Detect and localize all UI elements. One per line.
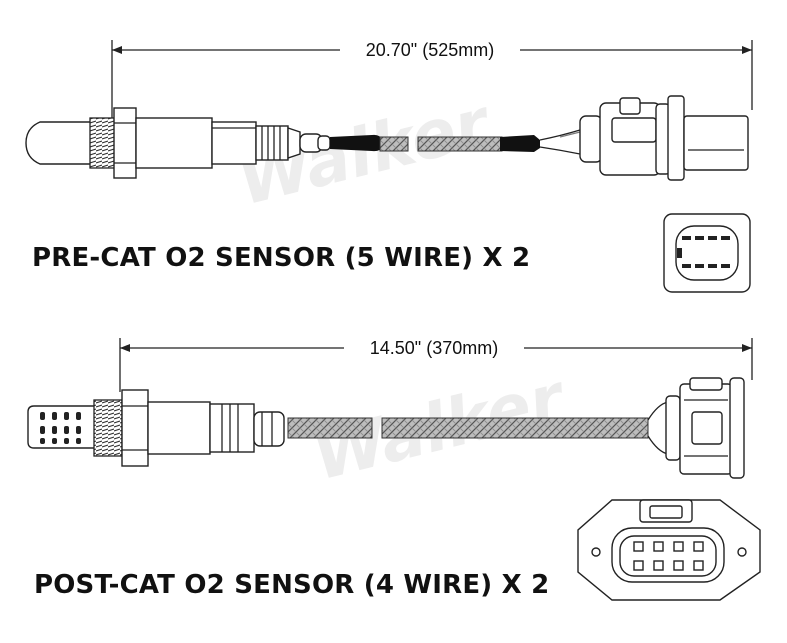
pre-cat-braided-cable bbox=[379, 136, 409, 152]
pre-cat-ribbed-sleeve bbox=[255, 125, 331, 161]
pre-cat-sensor: 20.70" (525mm) Walker bbox=[25, 40, 753, 293]
pre-cat-dimension-label: 20.70" (525mm) bbox=[366, 40, 494, 60]
post-cat-hex-nut bbox=[121, 389, 149, 467]
pre-cat-thread bbox=[89, 117, 117, 169]
post-cat-sensor-tip bbox=[27, 405, 97, 449]
post-cat-sensor-body bbox=[147, 401, 211, 455]
pre-cat-connector bbox=[579, 95, 749, 181]
post-cat-dimension-line: 14.50" (370mm) bbox=[119, 338, 753, 392]
post-cat-braided-cable-2 bbox=[381, 417, 649, 439]
post-cat-braided-cable bbox=[287, 417, 373, 439]
post-cat-title: POST-CAT O2 SENSOR (4 WIRE) X 2 bbox=[34, 570, 550, 600]
post-cat-thread bbox=[93, 399, 123, 457]
pre-cat-dimension-line: 20.70" (525mm) bbox=[111, 40, 753, 122]
post-cat-sensor: 14.50" (370mm) Walker bbox=[27, 338, 761, 601]
pre-cat-hex-nut bbox=[113, 107, 137, 179]
pre-cat-connector-face bbox=[663, 213, 751, 293]
pre-cat-braided-cable-2 bbox=[417, 136, 503, 152]
pre-cat-sensor-tip bbox=[25, 121, 99, 165]
pre-cat-black-cable bbox=[330, 134, 382, 152]
pre-cat-sensor-body bbox=[135, 117, 213, 169]
post-cat-connector-face bbox=[577, 499, 761, 601]
post-cat-ribbed-sleeve bbox=[253, 411, 285, 447]
pre-cat-cable-boot bbox=[500, 135, 540, 152]
pre-cat-title: PRE-CAT O2 SENSOR (5 WIRE) X 2 bbox=[32, 243, 531, 273]
post-cat-dimension-label: 14.50" (370mm) bbox=[370, 338, 498, 358]
post-cat-connector bbox=[665, 377, 745, 479]
